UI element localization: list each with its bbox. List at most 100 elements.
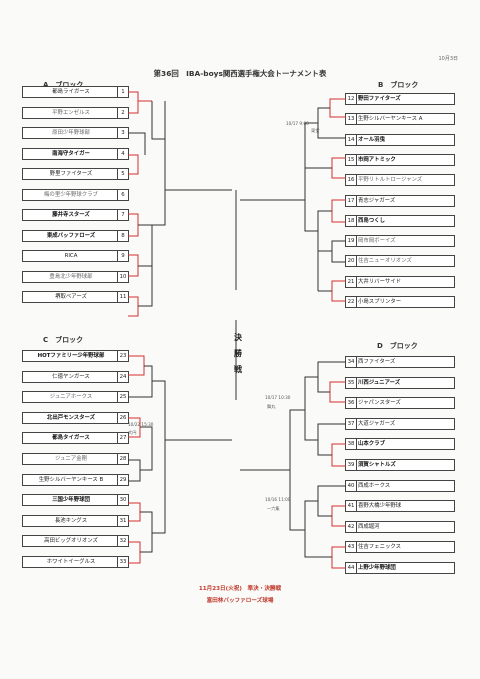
- match-note: 一六集: [267, 506, 280, 511]
- team-name: 須賀シャトルズ: [358, 462, 396, 468]
- team-name: 東成バッファローズ: [46, 232, 96, 239]
- team-name: 西ファイターズ: [358, 359, 396, 365]
- team-name: 大道ジャガーズ: [358, 420, 396, 427]
- team-number: 15: [346, 154, 357, 165]
- team-number: 28: [117, 454, 128, 464]
- team-number: 18: [346, 215, 357, 226]
- team-name: 堺取ベアーズ: [55, 294, 87, 300]
- team-number: 16: [346, 175, 357, 186]
- team-number: 5: [117, 169, 128, 179]
- team-name: 野里ファイターズ: [49, 171, 93, 177]
- team-number: 33: [117, 557, 128, 567]
- team-name: ジャパンスターズ: [358, 400, 401, 407]
- final-char-2: 勝: [234, 349, 242, 358]
- team-name: 市岡アトミック: [358, 156, 396, 163]
- team-name: 仁徳ヤンガース: [52, 373, 90, 380]
- block-c-label: C ブロック: [43, 336, 84, 344]
- team-name: 平野リトルトロージャンズ: [358, 177, 423, 184]
- team-number: 10: [117, 271, 128, 282]
- match-note: 舞丸: [267, 404, 276, 409]
- match-note: 10/22 15:30: [128, 422, 154, 427]
- team-number: 6: [117, 189, 128, 200]
- team-number: 29: [117, 474, 128, 485]
- team-entry: 東成バッファローズ 8: [22, 229, 129, 242]
- team-number: 14: [346, 134, 357, 145]
- team-name: 大井リバーサイド: [358, 278, 402, 285]
- final-char-1: 決: [234, 333, 242, 342]
- match-note: 東堂: [311, 128, 320, 133]
- team-name: 西島つくし: [358, 217, 385, 224]
- team-name: 西成ホークス: [358, 482, 391, 489]
- team-number: 30: [117, 495, 128, 506]
- team-number: 22: [346, 297, 357, 307]
- team-name: 青志ジャガーズ: [358, 197, 396, 204]
- team-name: 北出戸モンスターズ: [46, 414, 96, 421]
- team-number: 11: [117, 292, 128, 302]
- team-number: 3: [117, 128, 128, 138]
- team-name: 平野エンゼルス: [52, 109, 90, 116]
- team-number: 38: [346, 439, 357, 450]
- team-name: ジュニアホークス: [49, 394, 93, 401]
- team-name: 都島タイガース: [52, 435, 90, 442]
- footer-schedule: 11月23日(火祝) 準決・決勝戦: [198, 586, 282, 592]
- team-entry: RICA 9: [22, 250, 129, 262]
- team-number: 17: [346, 195, 357, 206]
- block-a-label: A ブロック: [43, 81, 84, 89]
- team-number: 36: [346, 398, 357, 409]
- team-name: 喜野大橋少年野球: [358, 503, 402, 510]
- team-name: 原田少年野球部: [52, 130, 90, 136]
- team-name: オール羽曳: [358, 136, 385, 143]
- team-number: 20: [346, 256, 357, 267]
- team-entry: 生野シルバーヤンキース B 29: [22, 473, 129, 486]
- team-name: RICA: [64, 253, 78, 259]
- team-name: HOTファミリー少年野球部: [37, 353, 105, 359]
- team-entry: 仁徳ヤンガース 24: [22, 370, 129, 383]
- team-entry: 野里ファイターズ 5: [22, 168, 129, 180]
- team-number: 12: [346, 94, 357, 104]
- team-number: 32: [117, 536, 128, 547]
- team-number: 9: [117, 251, 128, 261]
- final-label: 決 勝 戦: [231, 330, 245, 378]
- team-number: 24: [117, 371, 128, 382]
- team-number: 39: [346, 460, 357, 470]
- team-name: ホワイトイーグルス: [46, 559, 96, 565]
- final-char-3: 戦: [234, 365, 242, 374]
- team-number: 35: [346, 377, 357, 388]
- team-name: 生野シルバーヤンキース B: [38, 476, 104, 483]
- team-number: 8: [117, 230, 128, 241]
- team-number: 26: [117, 412, 128, 423]
- team-entry: ホワイトイーグルス 33: [22, 556, 129, 568]
- team-number: 31: [117, 515, 128, 526]
- team-name: 豊島北少年野球部: [49, 273, 93, 280]
- team-number: 23: [117, 351, 128, 361]
- team-number: 4: [117, 148, 128, 159]
- team-entry: 北出戸モンスターズ 26: [22, 411, 129, 424]
- block-b-label: B ブロック: [378, 81, 419, 89]
- match-note: 10/16 11:00: [265, 497, 291, 502]
